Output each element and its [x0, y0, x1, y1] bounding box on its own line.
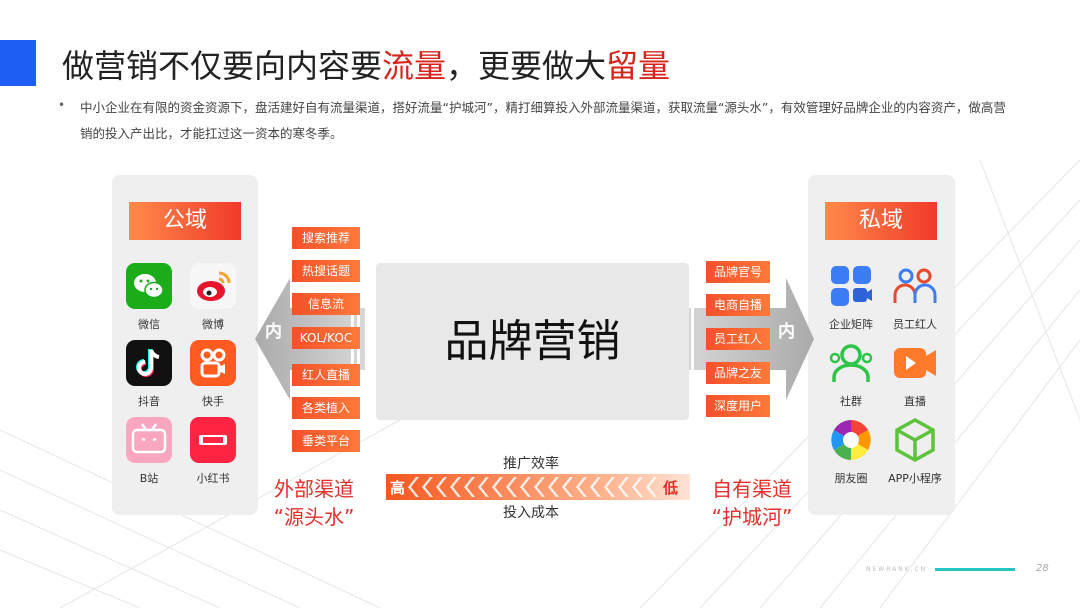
app-douyin: 抖音	[114, 340, 184, 409]
app-moments: 朋友圈	[816, 417, 886, 486]
public-domain-title: 公域	[129, 202, 241, 240]
app-label: 快手	[202, 395, 224, 408]
tag-item: KOL/KOC	[292, 327, 360, 349]
app-label: 小红书	[196, 472, 230, 485]
footer-brand: NEWRANK.CN	[866, 566, 928, 573]
app-weibo: 微博	[178, 263, 248, 332]
external-channel-line2: “源头水”	[273, 505, 355, 529]
footer-line	[935, 568, 1015, 571]
title-highlight-retention: 留量	[606, 47, 671, 85]
app-kuaishou: 快手	[178, 340, 248, 409]
app-enterprise-matrix: 企业矩阵	[816, 263, 886, 332]
bullet-dot: •	[58, 98, 66, 112]
moments-icon	[828, 417, 874, 463]
chevron-mark	[562, 477, 573, 497]
app-label: 微博	[202, 318, 224, 331]
app-label: 朋友圈	[834, 472, 868, 485]
chevron-mark	[520, 477, 531, 497]
tag-item: 员工红人	[706, 328, 770, 350]
chevron-mark	[590, 477, 601, 497]
chevron-mark	[632, 477, 643, 497]
title-prefix: 做营销不仅要向内容要	[62, 47, 383, 85]
private-domain-title: 私域	[825, 202, 937, 240]
chevron-mark	[576, 477, 587, 497]
tag-item: 搜索推荐	[292, 227, 360, 249]
efficiency-bottom-label: 投入成本	[503, 505, 559, 521]
chevron-mark	[618, 477, 629, 497]
own-channel-line1: 自有渠道	[712, 477, 792, 501]
app-wechat: 微信	[114, 263, 184, 332]
public-domain-panel: 公域 微信 微博 抖音 快手 B站 小红书	[112, 175, 258, 515]
tag-item: 品牌官号	[706, 261, 770, 283]
app-label: 员工红人	[893, 318, 937, 331]
page-number: 28	[1036, 563, 1049, 574]
title-highlight-traffic: 流量	[382, 47, 447, 85]
own-channel-label: 自有渠道 “护城河”	[704, 475, 800, 531]
tag-item: 热搜话题	[292, 260, 360, 282]
miniapp-icon	[892, 417, 938, 463]
app-label: B站	[139, 472, 159, 485]
chevron-mark	[450, 477, 461, 497]
matrix-icon	[828, 263, 874, 309]
description-text: 中小企业在有限的资金资源下，盘活建好自有流量渠道，搭好流量“护城河”，精打细算投…	[80, 100, 1006, 141]
tag-item: 深度用户	[706, 395, 770, 417]
kuaishou-icon	[190, 340, 236, 386]
bilibili-icon	[126, 417, 172, 463]
chevron-mark	[646, 477, 657, 497]
own-channel-line2: “护城河”	[711, 505, 793, 529]
tag-item: 红人直播	[292, 364, 360, 386]
live-icon	[892, 340, 938, 386]
efficiency-top-label: 推广效率	[503, 456, 559, 472]
xiaohongshu-icon	[190, 417, 236, 463]
app-bilibili: B站	[114, 417, 184, 486]
title-middle: ，更要做大	[446, 47, 607, 85]
app-label: 社群	[840, 395, 862, 408]
chevron-mark	[534, 477, 545, 497]
tag-item: 品牌之友	[706, 362, 770, 384]
app-label: 企业矩阵	[829, 318, 873, 331]
brand-marketing-box: 品牌营销	[376, 263, 689, 420]
app-miniapp: APP小程序	[880, 417, 950, 486]
chevron-mark	[548, 477, 559, 497]
external-channel-label: 外部渠道 “源头水”	[266, 475, 362, 531]
wechat-icon	[126, 263, 172, 309]
tag-item: 各类植入	[292, 397, 360, 419]
efficiency-low: 低	[663, 479, 679, 497]
chevron-mark	[604, 477, 615, 497]
app-label: 直播	[904, 395, 926, 408]
app-xiaohongshu: 小红书	[178, 417, 248, 486]
tag-item: 电商自播	[706, 294, 770, 316]
app-staff-influencer: 员工红人	[880, 263, 950, 332]
tag-item: 垂类平台	[292, 430, 360, 452]
chevron-mark	[408, 477, 419, 497]
app-community: 社群	[816, 340, 886, 409]
chevron-mark	[506, 477, 517, 497]
external-channel-line1: 外部渠道	[274, 477, 354, 501]
public-arrow-label: 内	[265, 322, 282, 342]
app-label: APP小程序	[888, 472, 942, 485]
app-label: 微信	[138, 318, 160, 331]
private-arrow-label: 内	[778, 322, 795, 342]
chevron-mark	[464, 477, 475, 497]
private-domain-panel: 私域 企业矩阵 员工红人 社群 直播 朋友圈 APP小程序	[808, 175, 955, 515]
chevron-mark	[492, 477, 503, 497]
chevron-mark	[422, 477, 433, 497]
staff-icon	[892, 263, 938, 309]
title-accent-bar	[0, 40, 36, 86]
efficiency-arrow	[386, 474, 690, 500]
chevron-mark	[436, 477, 447, 497]
weibo-icon	[190, 263, 236, 309]
douyin-icon	[126, 340, 172, 386]
tag-item: 信息流	[292, 293, 360, 315]
app-label: 抖音	[138, 395, 160, 408]
chevron-mark	[478, 477, 489, 497]
page-title: 做营销不仅要向内容要流量，更要做大留量	[62, 41, 670, 87]
efficiency-high: 高	[390, 479, 406, 497]
app-live: 直播	[880, 340, 950, 409]
brand-marketing-label: 品牌营销	[444, 316, 621, 367]
community-icon	[828, 340, 874, 386]
